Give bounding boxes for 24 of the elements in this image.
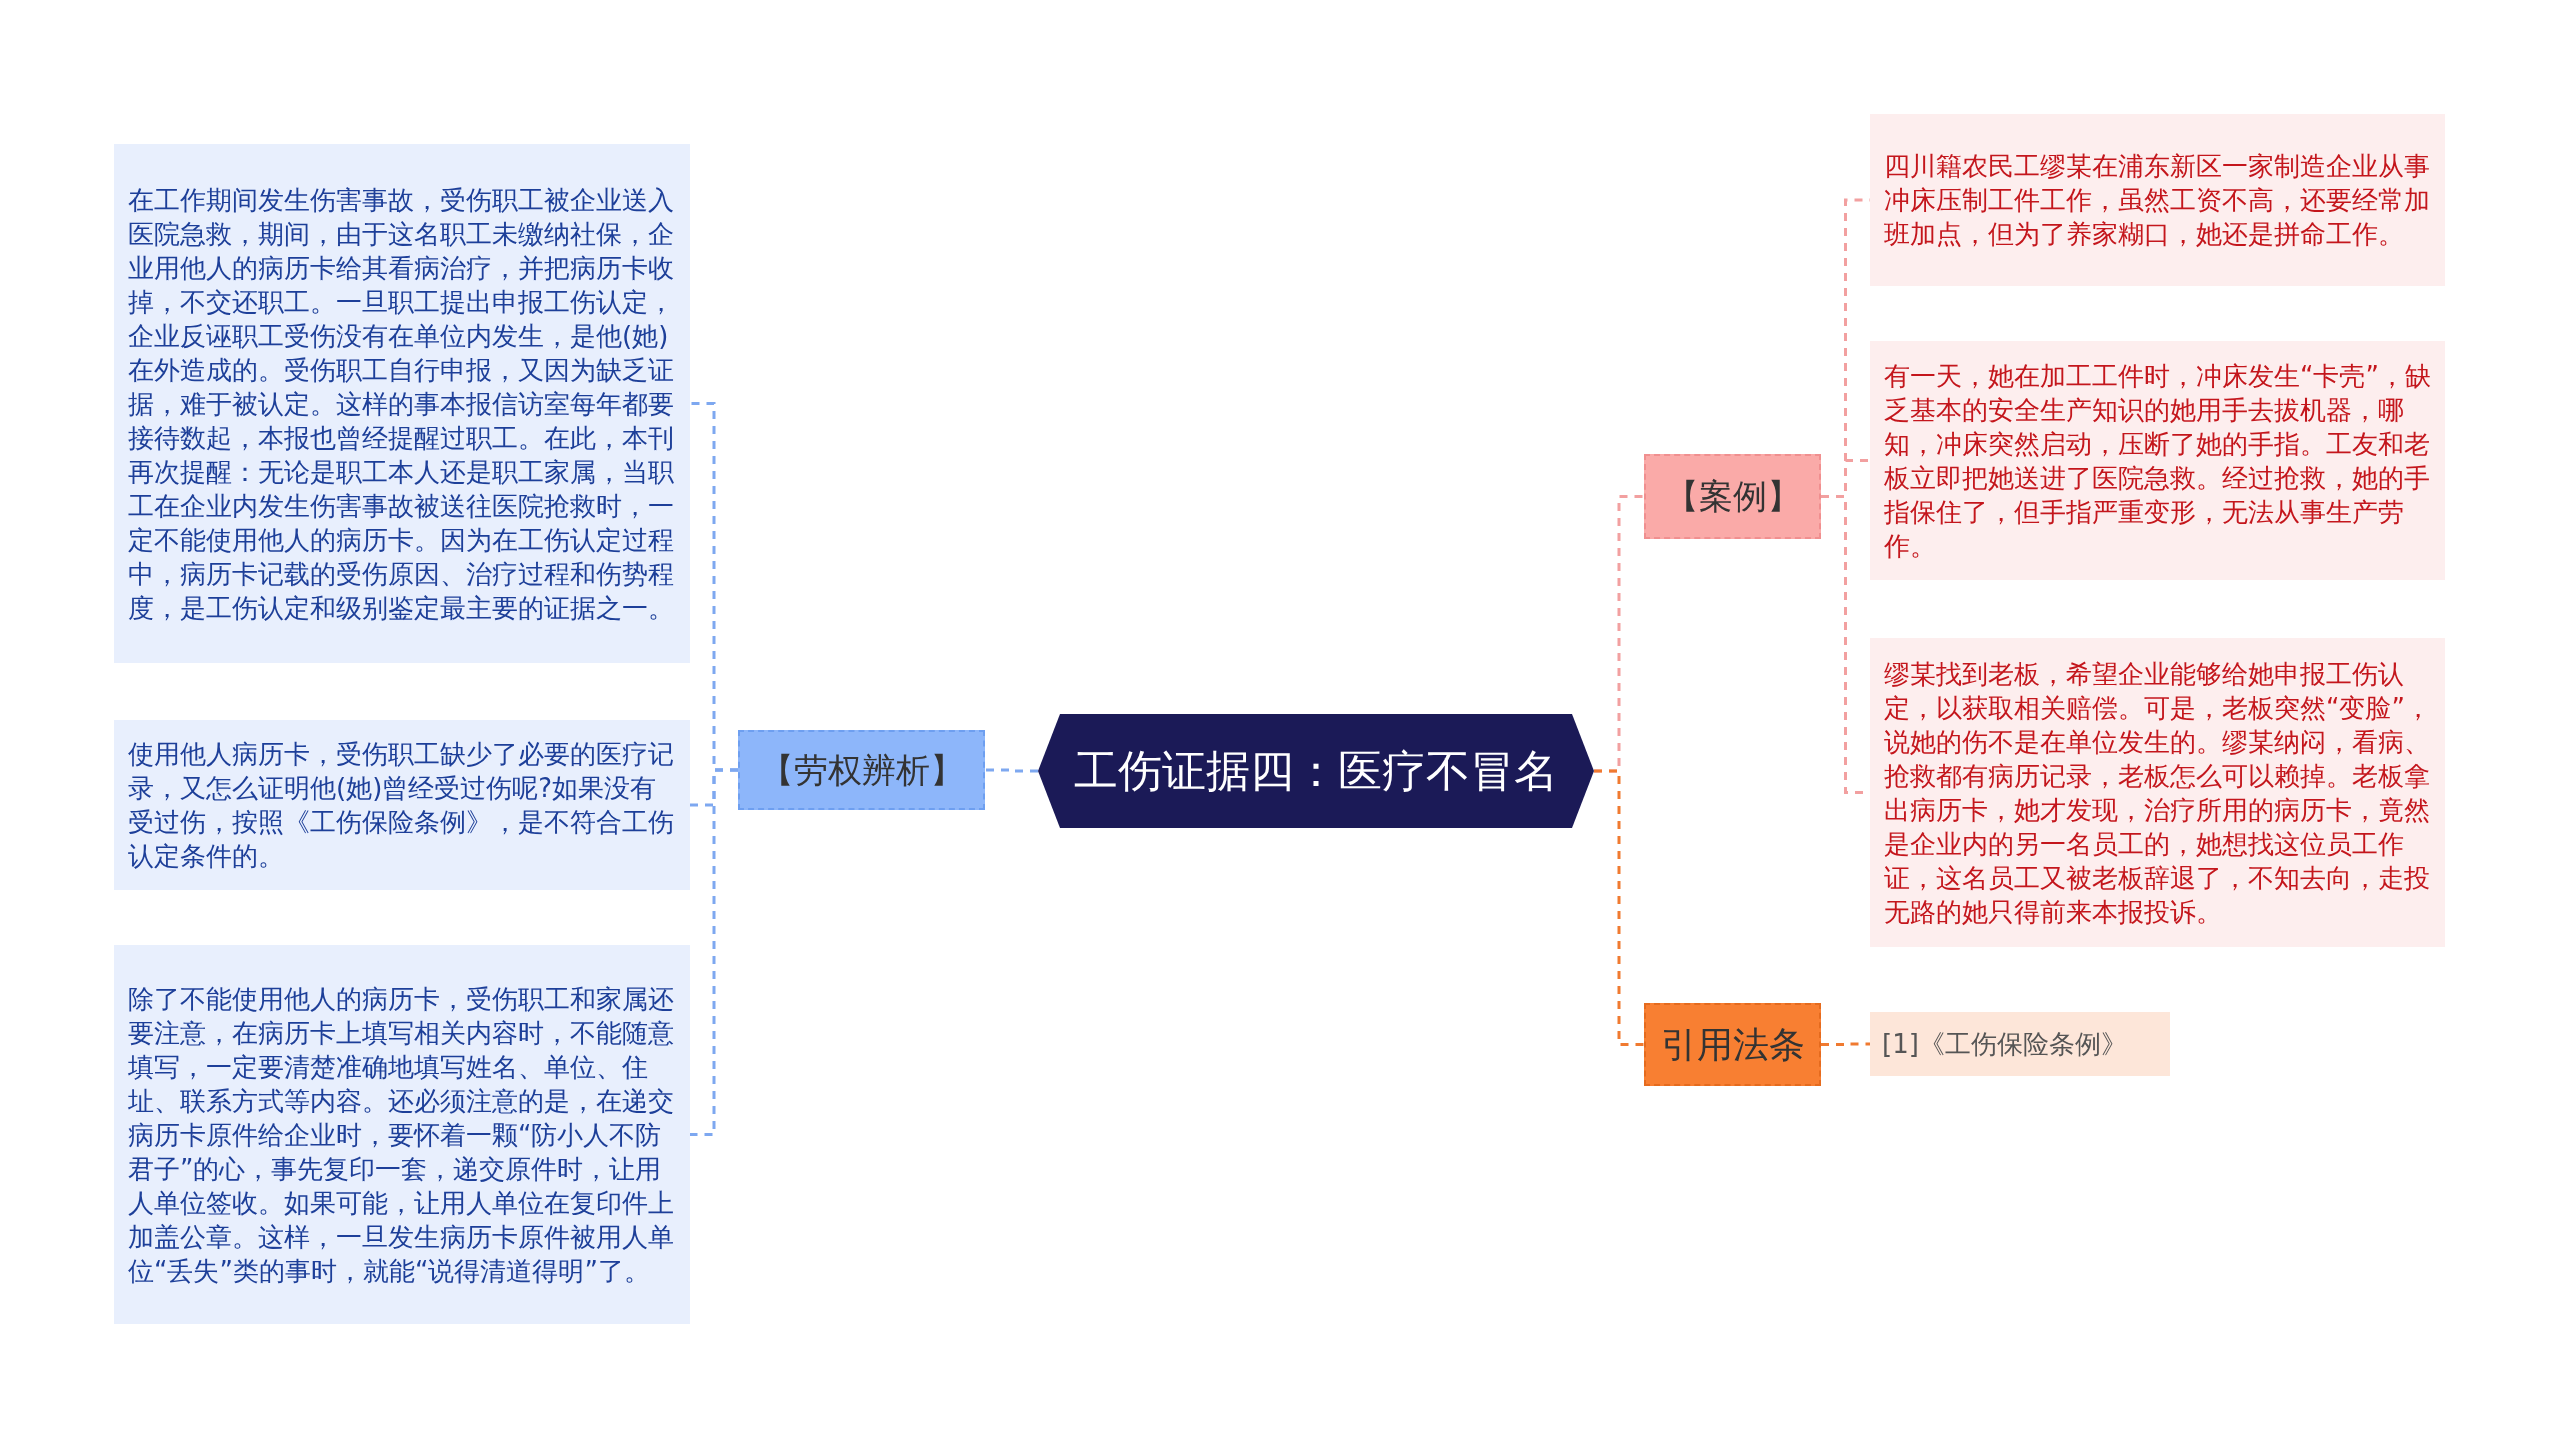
topic-box [738, 730, 985, 810]
central-topic-hexagon [1038, 714, 1594, 828]
connector-line [690, 768, 738, 1136]
topic-box [1644, 1003, 1821, 1086]
topic-box [1644, 454, 1821, 539]
note-box [114, 144, 690, 663]
node-text: [1]《工伤保险条例》 [1882, 1028, 2127, 1061]
note-box [114, 945, 690, 1324]
node-text: 使用他人病历卡，受伤职工缺少了必要的医疗记录，又怎么证明他(她)曾经受过伤呢?如果没有受过伤，按照《工伤保险条例》，是不符合工伤认定条件的。 [128, 738, 675, 873]
node-text: 引用法条 [1660, 1022, 1805, 1067]
node-text: 有一天，她在加工工件时，冲床发生“卡壳”，缺乏基本的安全生产知识的她用手去拔机器，哪知，冲床突然启动，压断了她的手指。工友和老板立即把她送进了医院急救。经过抢救，她的手指保住了，但手指严重变形，无法从事生产劳作。 [1884, 359, 2431, 563]
connector-line [985, 768, 1038, 773]
connector-line [1594, 769, 1644, 1046]
note-box [1870, 114, 2445, 286]
connector-line [1821, 1042, 1870, 1046]
node-text: 工伤证据四：医疗不冒名 [1074, 744, 1558, 798]
node-text: 【劳权辨析】 [759, 749, 964, 791]
node-text: 在工作期间发生伤害事故，受伤职工被企业送入医院急救，期间，由于这名职工未缴纳社保，企业用他人的病历卡给其看病治疗，并把病历卡收掉，不交还职工。一旦职工提出申报工伤认定，企业反诬职工受伤没有在单位内发生，是他(她)在外造成的。受伤职工自行申报，又因为缺乏证据，难于被认定。这样的事本报信访室每年都要接待数起，本报也曾经提醒过职工。在此，本刊再次提醒：无论是职工本人还是职工家属，当职工在企业内发生伤害事故被送往医院抢救时，一定不能使用他人的病历卡。因为在工伤认定过程中，病历卡记载的受伤原因、治疗过程和伤势程度，是工伤认定和级别鉴定最主要的证据之一。 [128, 183, 675, 625]
node-text: 缪某找到老板，希望企业能够给她申报工伤认定，以获取相关赔偿。可是，老板突然“变脸”，说她的伤不是在单位发生的。缪某纳闷，看病、抢救都有病历记录，老板怎么可以赖掉。老板拿出病历卡，她才发现，治疗所用的病历卡，竟然是企业内的另一名员工的，她想找这位员工作证，这名员工又被老板辞退了，不知去向，走投无路的她只得前来本报投诉。 [1884, 657, 2431, 929]
note-box [114, 720, 690, 890]
node-text: 四川籍农民工缪某在浦东新区一家制造企业从事冲床压制工件工作，虽然工资不高，还要经常加班加点，但为了养家糊口，她还是拼命工作。 [1884, 150, 2431, 251]
node-text: 除了不能使用他人的病历卡，受伤职工和家属还要注意，在病历卡上填写相关内容时，不能随意填写，一定要清楚准确地填写姓名、单位、住址、联系方式等内容。还必须注意的是，在递交病历卡原件给企业时，要怀着一颗“防小人不防君子”的心，事先复印一套，递交原件时，让用人单位签收。如果可能，让用人单位在复印件上加盖公章。这样，一旦发生病历卡原件被用人单位“丢失”类的事时，就能“说得清道得明”了。 [128, 982, 675, 1288]
node-text: 【案例】 [1664, 476, 1801, 517]
note-box [1870, 1012, 2170, 1076]
